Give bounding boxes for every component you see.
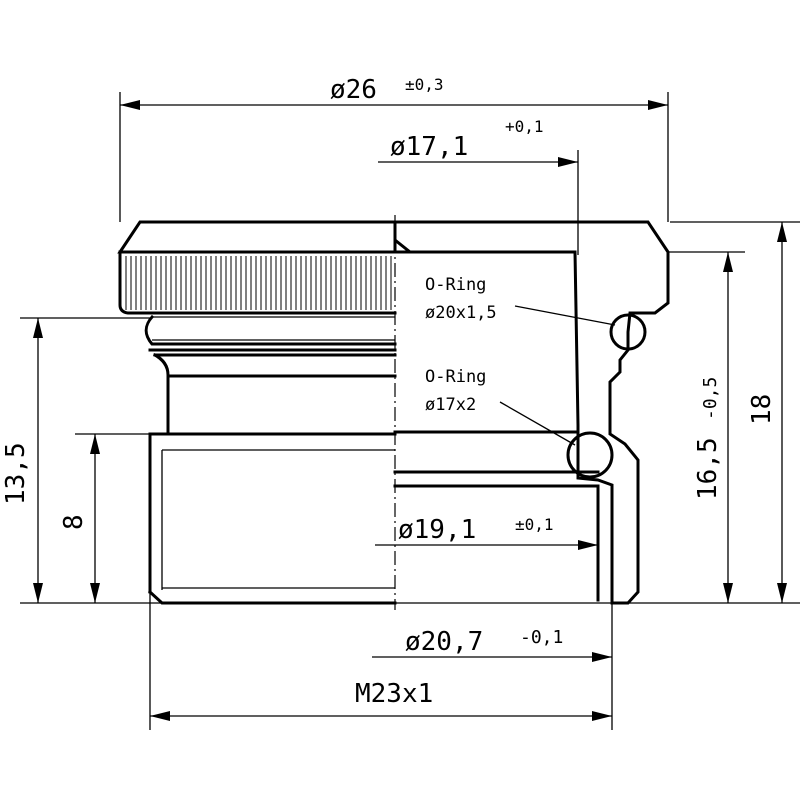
dim-d26: ø26 xyxy=(330,75,377,105)
dimension-labels: ø26 ±0,3 ø17,1 +0,1 ø19,1 ±0,1 ø20,7 -0,… xyxy=(1,75,777,709)
note-oring2-size: ø17x2 xyxy=(425,395,476,415)
dim-d26-tol: ±0,3 xyxy=(405,75,444,94)
dim-d20-7-tol: -0,1 xyxy=(520,627,563,648)
dim-h13-5: 13,5 xyxy=(1,442,31,505)
dim-h18: 18 xyxy=(747,394,777,425)
dim-d17-1-tol: +0,1 xyxy=(505,117,544,136)
dim-d19-1-tol: ±0,1 xyxy=(515,515,554,534)
dim-thread: M23x1 xyxy=(355,679,433,709)
part-exterior-view xyxy=(117,220,397,605)
note-oring1-title: O-Ring xyxy=(425,275,486,295)
dim-d20-7: ø20,7 xyxy=(405,627,483,657)
o-ring-upper xyxy=(609,313,647,351)
note-oring2-title: O-Ring xyxy=(425,367,486,387)
dim-h8: 8 xyxy=(59,514,89,530)
o-ring-notes: O-Ring ø20x1,5 O-Ring ø17x2 xyxy=(425,275,497,415)
note-oring1-size: ø20x1,5 xyxy=(425,303,497,323)
dimension-lines xyxy=(33,100,787,721)
dim-d19-1: ø19,1 xyxy=(398,515,476,545)
dim-h16-5-tol: -0,5 xyxy=(700,377,721,420)
o-ring-lower xyxy=(566,431,614,479)
dim-d17-1: ø17,1 xyxy=(390,132,468,162)
part-section-view xyxy=(393,220,670,605)
dim-h16-5: 16,5 xyxy=(693,437,723,500)
